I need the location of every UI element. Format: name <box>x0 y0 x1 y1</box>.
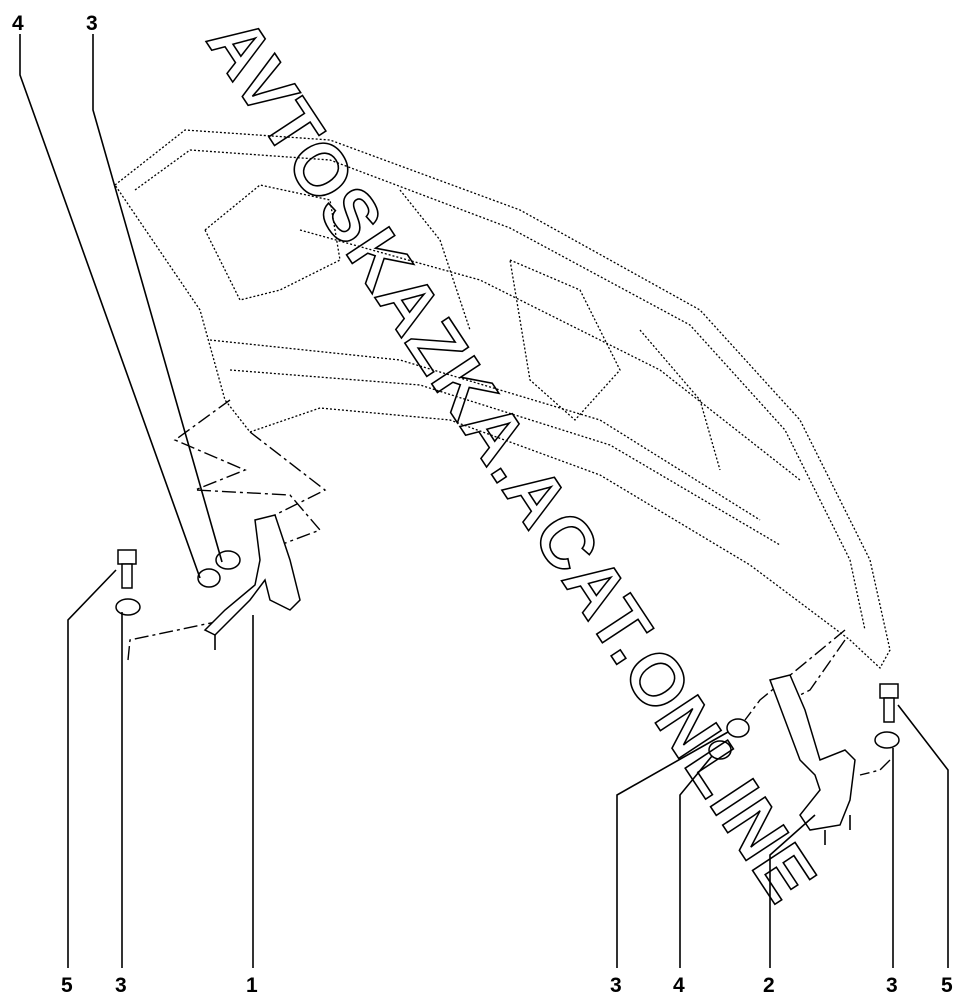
nut-left <box>197 568 221 588</box>
washer-left-upper <box>215 550 241 570</box>
hinge-left <box>203 514 301 650</box>
callout-5-bottom-left: 5 <box>61 974 73 997</box>
nut-right <box>708 740 732 760</box>
leader-lines <box>19 34 949 968</box>
callout-4-top-left: 4 <box>12 12 24 35</box>
callout-3-top-left: 3 <box>86 12 98 35</box>
hinge-right <box>769 674 856 845</box>
callout-3-bottom-right-b: 3 <box>886 974 898 997</box>
washer-right-upper <box>726 718 750 738</box>
callout-1-bottom-left: 1 <box>246 974 258 997</box>
callout-2-bottom-right: 2 <box>763 974 775 997</box>
callout-5-bottom-right: 5 <box>941 974 953 997</box>
washer-right <box>874 731 900 749</box>
callout-3-bottom-right-a: 3 <box>610 974 622 997</box>
bolt-left <box>117 549 137 589</box>
bolt-right <box>879 683 899 723</box>
watermark: AVTOSKAZKA.ACAT.ONLINE <box>192 3 834 917</box>
callout-4-bottom-right: 4 <box>673 974 685 997</box>
hood-panel <box>114 129 891 670</box>
callout-3-bottom-left: 3 <box>115 974 127 997</box>
washer-left <box>115 598 141 616</box>
